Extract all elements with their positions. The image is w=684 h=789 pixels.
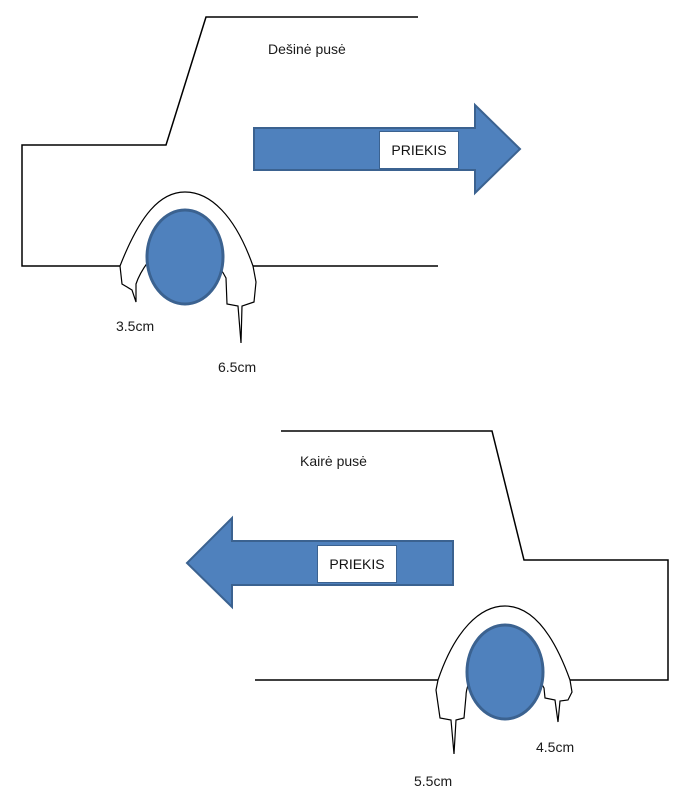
left-side-diagram (185, 430, 669, 755)
left-side-title: Kairė pusė (300, 453, 367, 469)
right-measure-front: 6.5cm (218, 359, 257, 375)
left-wheel-arch (435, 605, 573, 755)
right-wheel (145, 208, 225, 306)
right-side-title: Dešinė pusė (268, 41, 346, 57)
left-car-body-outline (281, 430, 669, 681)
right-side-diagram (21, 16, 522, 344)
left-measure-front: 5.5cm (414, 773, 453, 789)
left-measure-rear: 4.5cm (536, 739, 575, 755)
left-arrow-label: PRIEKIS (317, 545, 397, 583)
right-car-body-outline (21, 16, 418, 267)
right-arrow-label: PRIEKIS (379, 131, 459, 169)
right-measure-rear: 3.5cm (116, 318, 155, 334)
left-wheel (465, 623, 545, 721)
